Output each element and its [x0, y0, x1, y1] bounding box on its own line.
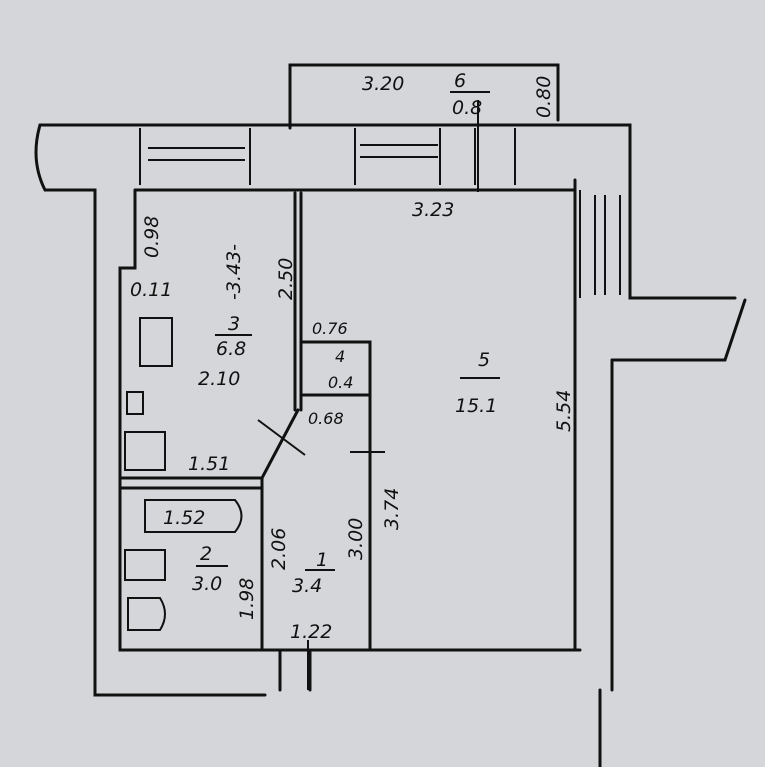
closet-dim-076: 0.76 — [312, 319, 348, 338]
bathtub-length: 1.52 — [163, 507, 205, 529]
kitchen-length: -3.43- — [223, 244, 245, 300]
hall-number: 1 — [316, 549, 328, 571]
living-room-area: 15.1 — [455, 395, 497, 417]
closet-number: 4 — [335, 347, 345, 366]
hall-area: 3.4 — [292, 575, 322, 597]
kitchen-dim-250: 2.50 — [275, 258, 297, 300]
hall-dim-300: 3.00 — [345, 518, 367, 560]
kitchen-number: 3 — [228, 313, 240, 335]
labels: 3.20 6 0.8 0.80 3.23 0.98 -3.43- 2.50 0.… — [130, 70, 575, 643]
bathroom-number: 2 — [200, 543, 212, 565]
bath-dim-206: 2.06 — [268, 528, 290, 570]
closet-dim-068: 0.68 — [308, 409, 344, 428]
balcony-width: 3.20 — [362, 73, 404, 95]
room5-width: 3.23 — [412, 199, 454, 221]
living-room-length: 5.54 — [553, 390, 575, 432]
balcony-number: 6 — [454, 70, 466, 92]
kitchen-area: 6.8 — [216, 338, 246, 360]
walls — [34, 63, 747, 767]
kitchen-dim-098: 0.98 — [141, 216, 163, 258]
closet-area: 0.4 — [328, 373, 353, 392]
living-room-number: 5 — [478, 349, 490, 371]
kitchen-width: 2.10 — [198, 368, 240, 390]
balcony-depth: 0.80 — [533, 76, 555, 118]
bath-dim-151: 1.51 — [188, 453, 230, 475]
hall-dim-122: 1.22 — [290, 621, 332, 643]
bath-dim-198: 1.98 — [236, 578, 258, 620]
kitchen-dim-011: 0.11 — [130, 279, 172, 301]
balcony-area: 0.8 — [452, 97, 482, 119]
hall-dim-374: 3.74 — [381, 488, 403, 530]
bathroom-area: 3.0 — [192, 573, 222, 595]
